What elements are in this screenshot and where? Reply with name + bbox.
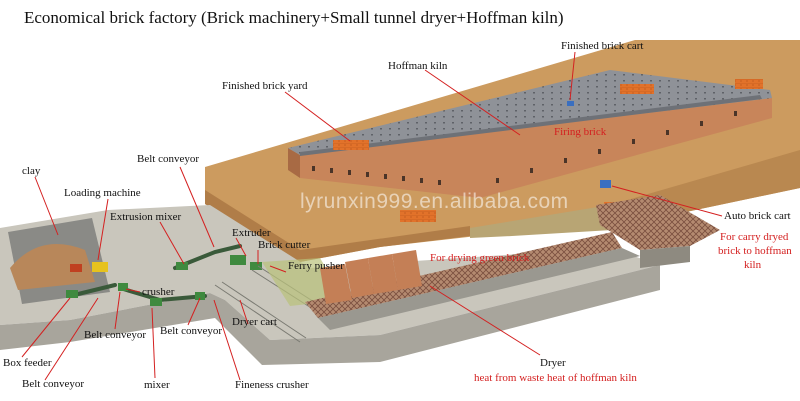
label-finished-brick-yard: Finished brick yard <box>222 80 308 92</box>
production-floor-front <box>0 265 660 365</box>
dryer-chambers <box>320 250 422 304</box>
label-belt-conveyor-top: Belt conveyor <box>137 153 200 165</box>
label-carry-dryed-line1: For carry dryed <box>720 231 789 243</box>
label-belt-conveyor-bottom: Belt conveyor <box>22 378 85 390</box>
label-belt-conveyor-right: Belt conveyor <box>160 325 223 337</box>
label-dryer: Dryer <box>540 357 566 369</box>
label-dryer-heat: heat from waste heat of hoffman kiln <box>474 372 637 384</box>
label-ferry-pusher: Ferry pusher <box>288 260 344 272</box>
label-brick-cutter: Brick cutter <box>258 239 311 251</box>
clay-hopper <box>70 264 82 272</box>
watermark-text: lyrunxin999.en.alibaba.com <box>300 190 569 213</box>
loading-machine-shape <box>92 262 108 272</box>
kiln-roof-ridge <box>300 95 762 156</box>
rack-leg-area <box>640 246 690 268</box>
machines <box>66 255 262 306</box>
label-finished-brick-cart: Finished brick cart <box>561 40 644 52</box>
clay-pile <box>10 244 95 290</box>
finished-brick-pile-2 <box>620 84 654 94</box>
label-extruder: Extruder <box>232 227 271 239</box>
brick-rack <box>596 195 720 250</box>
label-loading-machine: Loading machine <box>64 187 141 199</box>
label-extrusion-mixer: Extrusion mixer <box>110 211 182 223</box>
diagram-title: Economical brick factory (Brick machiner… <box>24 8 564 27</box>
label-fineness-crusher: Fineness crusher <box>235 379 309 391</box>
annotation-arrows <box>21 51 723 381</box>
label-firing-brick: Firing brick <box>554 126 607 138</box>
dryer-tunnel-roof <box>305 232 622 318</box>
grass-patch <box>470 205 612 238</box>
label-carry-dryed-line3: kiln <box>744 259 762 271</box>
finished-brick-pile-4 <box>400 210 436 222</box>
label-dryer-cart: Dryer cart <box>232 316 277 328</box>
label-hoffman-kiln: Hoffman kiln <box>388 60 448 72</box>
finished-brick-pile-1 <box>333 140 369 150</box>
label-clay: clay <box>22 165 41 177</box>
finished-brick-pile-3 <box>735 79 763 89</box>
kiln-side-wall <box>300 98 772 198</box>
label-carry-dryed-line2: brick to hoffman <box>718 245 792 257</box>
kiln-site-front-face <box>205 167 470 262</box>
label-auto-brick-cart: Auto brick cart <box>724 210 791 222</box>
finished-brick-cart-shape <box>567 101 574 106</box>
label-crusher: crusher <box>142 286 175 298</box>
label-mixer: mixer <box>144 379 170 391</box>
label-belt-conveyor-mid: Belt conveyor <box>84 329 147 341</box>
auto-brick-cart-shape <box>600 180 611 188</box>
kiln-end-wall <box>288 148 300 178</box>
label-box-feeder: Box feeder <box>3 357 52 369</box>
dryer-floor <box>318 248 640 330</box>
kiln-arches <box>312 111 737 185</box>
label-for-drying-green-brick: For drying green brick <box>430 252 530 264</box>
